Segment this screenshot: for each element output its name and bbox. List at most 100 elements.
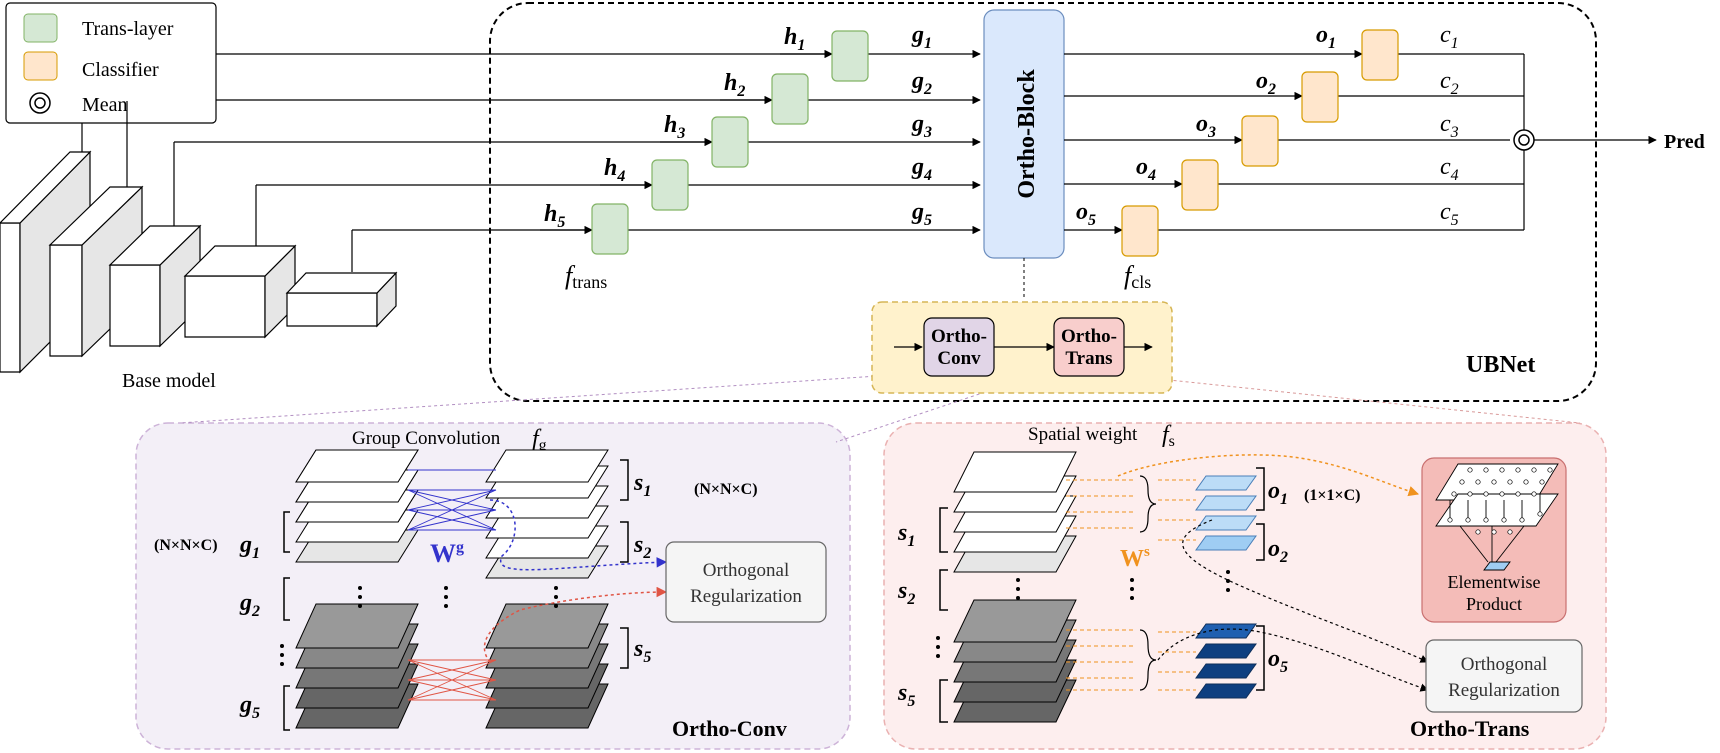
elementwise-line1: Elementwise xyxy=(1448,572,1541,592)
svg-text:c5: c5 xyxy=(1440,199,1459,229)
trans-ortho-reg-box xyxy=(1425,639,1583,713)
w-s-label: Ws xyxy=(1120,544,1150,572)
ubnet-label: UBNet xyxy=(1466,352,1535,378)
trans-braces xyxy=(1139,475,1157,691)
trans-o2: o2 xyxy=(1268,536,1288,566)
svg-text:c1: c1 xyxy=(1440,22,1459,52)
trans-layers xyxy=(591,30,869,255)
trans-layer-3 xyxy=(711,116,749,168)
svg-text:g5: g5 xyxy=(911,199,932,229)
classifier-3 xyxy=(1241,115,1279,167)
trans-o5: o5 xyxy=(1268,646,1288,676)
conv-dims-right: (N×N×C) xyxy=(694,481,758,498)
trans-dark-slices xyxy=(1195,623,1257,699)
h-labels: h1 h2 h3 h4 h5 xyxy=(544,24,805,231)
w-g-label: Wg xyxy=(430,539,464,568)
svg-text:g4: g4 xyxy=(911,154,932,184)
svg-text:o2: o2 xyxy=(1256,68,1276,98)
conv-left-top-stack xyxy=(295,449,419,563)
ortho-block-label: Ortho-Block xyxy=(1014,69,1040,199)
classifier-4 xyxy=(1181,159,1219,211)
g-labels: g1 g2 g3 g4 g5 xyxy=(911,22,932,229)
svg-text:fs: fs xyxy=(1162,422,1175,450)
trans-dims: (1×1×C) xyxy=(1304,487,1360,504)
ortho-conv-line1: Ortho- xyxy=(931,326,987,347)
red-weight-lines xyxy=(407,659,497,701)
svg-text:o3: o3 xyxy=(1196,111,1216,141)
conv-g1: g1 xyxy=(239,532,260,562)
ortho-trans-box xyxy=(1053,317,1125,377)
red-reg-arrow xyxy=(483,586,668,663)
ortho-conv-title: Ortho-Conv xyxy=(672,716,787,741)
classifier-2 xyxy=(1301,71,1339,123)
conv-left-bottom-stack xyxy=(295,603,419,729)
svg-text:c3: c3 xyxy=(1440,111,1459,141)
c-labels: c1 c2 c3 c4 c5 xyxy=(1440,22,1459,229)
conv-g5: g5 xyxy=(239,692,260,722)
conv-g2: g2 xyxy=(239,590,260,620)
legend-trans-label: Trans-layer xyxy=(82,18,174,40)
orange-weight-lines xyxy=(1066,479,1196,691)
trans-layer-2 xyxy=(771,73,809,125)
ortho-conv-line2: Conv xyxy=(937,348,981,369)
trans-layer-5 xyxy=(591,203,629,255)
svg-text:Group Convolution: Group Convolution xyxy=(352,428,501,449)
pred-label: Pred xyxy=(1664,131,1705,153)
f-cls-label: fcls xyxy=(1124,261,1151,292)
conv-ortho-reg-box xyxy=(665,541,827,623)
ortho-conv-box xyxy=(923,317,995,377)
mean-node-inner xyxy=(1518,134,1530,146)
ubnet-frame xyxy=(489,2,1597,402)
conv-ortho-reg-line1: Orthogonal xyxy=(703,560,790,581)
trans-layer-1 xyxy=(831,30,869,82)
svg-text:g2: g2 xyxy=(911,68,932,98)
svg-text:o5: o5 xyxy=(1076,199,1096,229)
svg-text:g3: g3 xyxy=(911,111,932,141)
classifier-5 xyxy=(1121,205,1159,257)
svg-text:h1: h1 xyxy=(784,24,805,54)
legend-mean-label: Mean xyxy=(82,94,128,116)
group-conv-title: Group Convolution fg xyxy=(352,426,547,454)
base-model-label: Base model xyxy=(122,370,216,392)
trans-light-slices xyxy=(1195,475,1257,551)
svg-text:Ortho-Conv: Ortho-Conv xyxy=(931,326,987,369)
conv-ortho-reg-line2: Regularization xyxy=(690,586,802,607)
trans-s1: s1 xyxy=(897,520,915,550)
trans-s2: s2 xyxy=(897,578,915,608)
blue-reg-arrow xyxy=(489,499,668,571)
legend-trans-swatch xyxy=(23,13,58,43)
elementwise-dots xyxy=(1447,467,1553,535)
classifier-1 xyxy=(1361,29,1399,81)
conv-ellipses xyxy=(280,586,558,666)
conv-s2: s2 xyxy=(633,532,651,562)
legend: Trans-layer Classifier Mean xyxy=(5,2,217,124)
trans-o1: o1 xyxy=(1268,478,1288,508)
base-model xyxy=(0,101,398,374)
legend-classifier-label: Classifier xyxy=(82,59,159,81)
svg-text:h5: h5 xyxy=(544,201,565,231)
ortho-trans-line1: Ortho- xyxy=(1061,326,1117,347)
svg-text:c2: c2 xyxy=(1440,68,1459,98)
conv-s1: s1 xyxy=(633,470,651,500)
legend-classifier-swatch xyxy=(23,51,58,81)
trans-top-stack xyxy=(953,451,1077,573)
blue-weight-lines xyxy=(407,469,497,531)
trans-bottom-stack xyxy=(953,599,1077,723)
svg-text:o4: o4 xyxy=(1136,154,1156,184)
svg-text:h2: h2 xyxy=(724,70,745,100)
trans-reg-arrow-2 xyxy=(1157,628,1429,692)
spatial-title: Spatial weight fs xyxy=(1028,422,1175,450)
trans-ortho-reg-line2: Regularization xyxy=(1448,680,1560,701)
ortho-trans-title: Ortho-Trans xyxy=(1410,716,1530,741)
trans-layer-4 xyxy=(651,159,689,211)
svg-text:h4: h4 xyxy=(604,155,625,185)
elementwise-line2: Product xyxy=(1466,594,1522,614)
conv-right-top-stack xyxy=(485,449,609,579)
output-lines xyxy=(1064,49,1657,235)
svg-text:Spatial weight: Spatial weight xyxy=(1028,424,1138,445)
o-labels: o1 o2 o3 o4 o5 xyxy=(1076,22,1336,229)
